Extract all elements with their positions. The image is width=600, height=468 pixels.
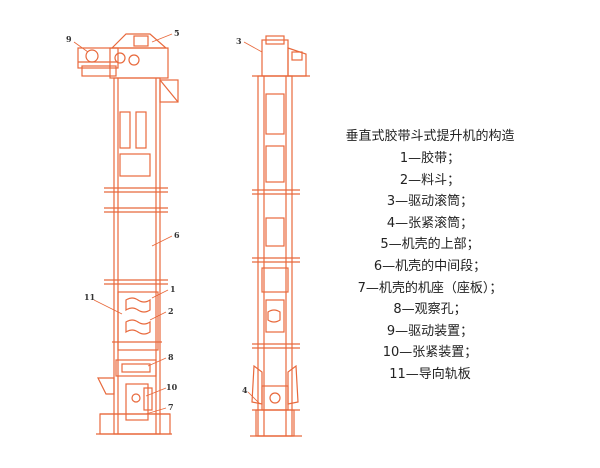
legend-item-11: 11—导向轨板 <box>389 366 471 382</box>
leader-lines <box>73 33 263 415</box>
legend-item-6: 6—机壳的中间段； <box>373 258 487 274</box>
callout-2: 2 <box>168 306 174 316</box>
legend-item-9: 9—驱动装置； <box>386 323 474 339</box>
callout-8: 8 <box>168 352 174 362</box>
legend-item-10: 10—张紧装置； <box>382 345 478 361</box>
legend-item-1: 1—胶带； <box>399 151 461 166</box>
legend-item-2: 2—料斗； <box>399 172 461 188</box>
callout-9: 9 <box>66 34 72 44</box>
legend-item-3: 3—驱动滚筒； <box>386 194 474 210</box>
figure-title: 垂直式胶带斗式提升机的构造 <box>345 129 515 144</box>
callout-1: 1 <box>170 284 176 294</box>
legend-item-4: 4—张紧滚筒； <box>386 215 474 231</box>
callout-3: 3 <box>236 36 242 46</box>
legend-item-5: 5—机壳的上部； <box>380 237 480 253</box>
front-view <box>77 33 179 435</box>
legend-item-7: 7—机壳的机座（座板）； <box>357 280 503 296</box>
legend-item-8: 8—观察孔； <box>393 302 467 318</box>
callout-10: 10 <box>166 382 178 392</box>
callout-4: 4 <box>242 385 248 395</box>
callout-11: 11 <box>84 292 95 302</box>
callout-6: 6 <box>174 230 180 240</box>
side-view <box>250 35 310 437</box>
callout-7: 7 <box>168 402 174 412</box>
callout-5: 5 <box>174 28 180 38</box>
parts-legend: 垂直式胶带斗式提升机的构造 1—胶带； 2—料斗； 3—驱动滚筒； 4—张紧滚筒… <box>330 126 530 386</box>
